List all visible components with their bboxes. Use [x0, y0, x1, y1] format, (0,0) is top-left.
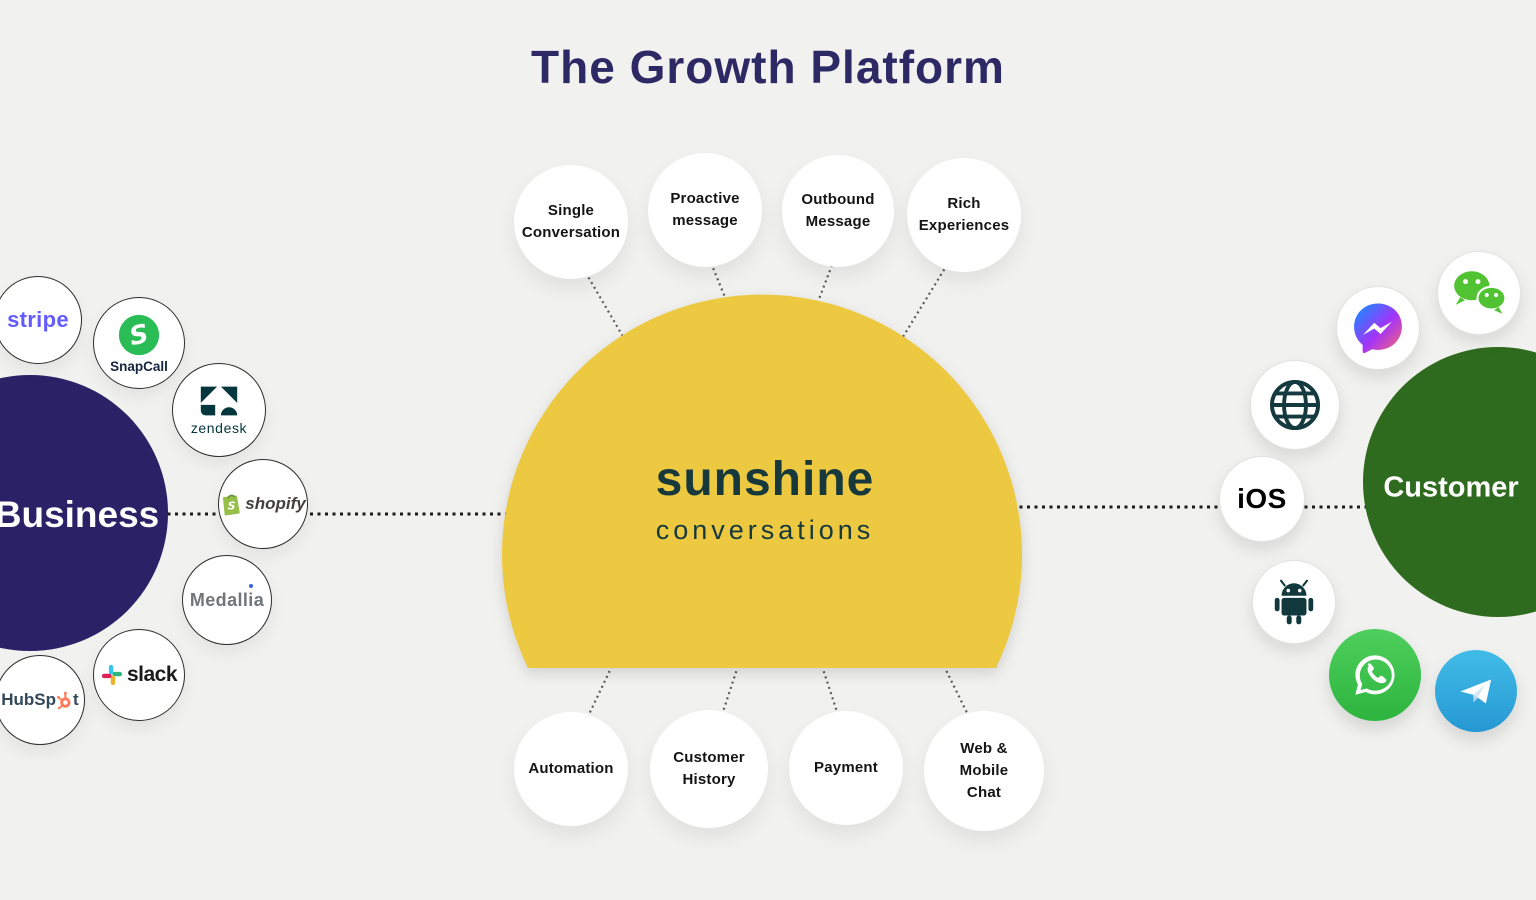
- hubspot-sprocket-icon: [57, 691, 71, 710]
- feature-label: Outbound Message: [801, 191, 875, 230]
- snapcall-icon: S: [118, 314, 160, 356]
- medallia-text-part: a: [253, 589, 265, 610]
- sunshine-dome-shape: [501, 294, 1023, 668]
- whatsapp-icon: [1355, 655, 1395, 695]
- wechat-icon: [1454, 271, 1507, 314]
- globe-icon: [1269, 379, 1321, 431]
- channel-messenger: [1336, 286, 1420, 370]
- channel-telegram: [1435, 650, 1517, 732]
- feature-bubble-automation: Automation: [514, 712, 628, 826]
- feature-bubble-web-mobile-chat: Web & Mobile Chat: [924, 711, 1044, 831]
- channel-whatsapp: [1329, 629, 1421, 721]
- medallia-text-part: Medall: [189, 589, 249, 610]
- feature-bubble-rich-experiences: Rich Experiences: [907, 158, 1021, 272]
- feature-label: Automation: [528, 760, 614, 778]
- feature-label: Payment: [814, 759, 878, 777]
- integration-medallia: Medallia: [182, 555, 272, 645]
- feature-bubble-outbound-message: Outbound Message: [782, 155, 894, 267]
- integration-stripe: stripe: [0, 276, 82, 364]
- connector-outbound-message: [812, 259, 836, 313]
- medallia-blue-dot-i: i: [248, 589, 254, 610]
- feature-label: Customer History: [673, 749, 745, 788]
- sunshine-conversations-logo: sunshine conversations: [565, 452, 965, 546]
- channel-wechat: [1437, 251, 1521, 335]
- feature-label: Rich Experiences: [918, 195, 1010, 234]
- zendesk-wordmark: zendesk: [190, 420, 248, 436]
- business-hub-label: Business: [0, 494, 160, 535]
- feature-label: Web & Mobile Chat: [959, 740, 1009, 801]
- integration-snapcall: S SnapCall: [93, 297, 185, 389]
- android-icon: [1274, 579, 1314, 625]
- integration-shopify: S shopify: [218, 459, 308, 549]
- feature-bubble-payment: Payment: [789, 711, 903, 825]
- brand-wordmark-conversations: conversations: [655, 515, 875, 545]
- slack-wordmark: slack: [126, 663, 178, 686]
- stripe-wordmark: stripe: [7, 307, 69, 332]
- snapcall-wordmark: SnapCall: [110, 359, 168, 374]
- hubspot-wordmark-part2: t: [73, 690, 79, 709]
- telegram-icon: [1460, 679, 1492, 704]
- customer-hub-label: Customer: [1383, 471, 1519, 504]
- channel-android: [1252, 560, 1336, 644]
- integration-hubspot: HubSp t: [0, 655, 85, 745]
- shopify-wordmark: shopify: [245, 494, 306, 513]
- channel-ios: iOS: [1219, 456, 1305, 542]
- feature-bubble-proactive-message: Proactive message: [648, 153, 762, 267]
- brand-wordmark-sunshine: sunshine: [655, 453, 875, 506]
- page-title: The Growth Platform: [531, 41, 1005, 93]
- feature-label: Proactive message: [670, 190, 740, 229]
- hubspot-wordmark-part1: HubSp: [1, 690, 57, 709]
- shopify-bag-icon: S: [223, 494, 240, 516]
- feature-label: Single Conversation: [521, 202, 621, 241]
- integration-zendesk: zendesk: [172, 363, 266, 457]
- zendesk-icon: [200, 386, 238, 416]
- connector-proactive-message: [707, 257, 733, 313]
- integration-slack: slack: [93, 629, 185, 721]
- messenger-icon: [1354, 303, 1402, 354]
- channel-web: [1250, 360, 1340, 450]
- feature-bubble-single-conversation: Single Conversation: [514, 165, 628, 279]
- svg-text:S: S: [228, 500, 236, 513]
- slack-hash-icon: [101, 664, 123, 686]
- connector-rich-experiences: [897, 259, 951, 346]
- ios-label: iOS: [1237, 483, 1287, 514]
- medallia-wordmark: Medallia: [190, 590, 264, 611]
- feature-bubble-customer-history: Customer History: [650, 710, 768, 828]
